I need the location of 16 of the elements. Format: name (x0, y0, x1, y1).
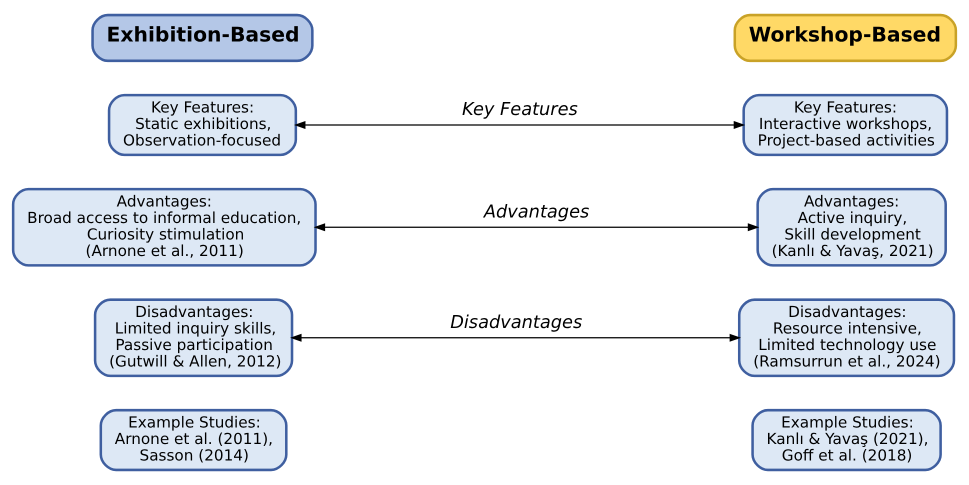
node-box: Key Features: Static exhibitions, Observation-focused (108, 94, 298, 156)
node-box: Example Studies: Kanlı & Yavaş (2021), Goff et al. (2018) (751, 408, 942, 472)
edge-label: Key Features (462, 99, 578, 120)
node-box: Key Features: Interactive workshops, Project-based activities (742, 94, 948, 156)
node-box: Advantages: Broad access to informal education, Curiosity stimulation (Arnone et al., 2011) (12, 188, 317, 267)
node-box: Workshop-Based (734, 14, 958, 62)
edge-label: Advantages (484, 201, 590, 222)
edge-label: Disadvantages (450, 312, 582, 333)
arrow (294, 120, 746, 129)
arrow (314, 223, 760, 232)
node-box: Disadvantages: Resource intensive, Limited technology use (Ramsurrun et al., 2024) (738, 298, 956, 378)
arrow (290, 334, 742, 342)
node-box: Exhibition-Based (91, 14, 314, 62)
node-box: Disadvantages: Limited inquiry skills, Passive participation (Gutwill & Allen, 2012) (94, 298, 294, 378)
node-box: Advantages: Active inquiry, Skill development (Kanlı & Yavaş, 2021) (756, 188, 947, 267)
node-box: Example Studies: Arnone et al. (2011), Sasson (2014) (100, 408, 288, 472)
